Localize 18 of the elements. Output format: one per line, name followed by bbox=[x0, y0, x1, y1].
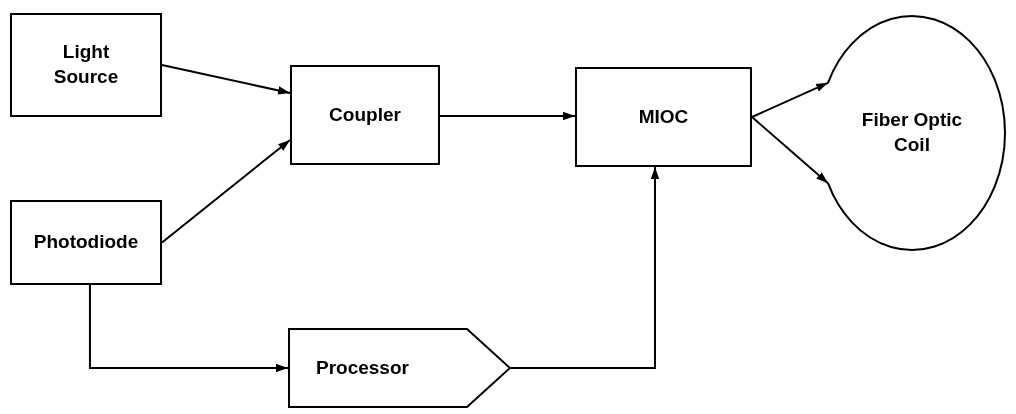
node-label: Coupler bbox=[329, 102, 401, 127]
pentagon-node bbox=[288, 328, 511, 408]
node-label: MIOC bbox=[638, 104, 689, 129]
node-label: Processor bbox=[316, 355, 409, 380]
arrow bbox=[510, 166, 660, 369]
process-box bbox=[290, 65, 440, 165]
node-label: Photodiode bbox=[33, 230, 139, 255]
node-label: Light Source bbox=[52, 40, 120, 89]
process-box bbox=[575, 67, 752, 167]
arrow bbox=[439, 111, 576, 121]
process-box bbox=[10, 13, 162, 117]
arrow bbox=[161, 139, 291, 244]
node-label: Fiber Optic Coil bbox=[860, 108, 964, 157]
arrow bbox=[751, 81, 829, 118]
process-box bbox=[10, 200, 162, 285]
arrow bbox=[88, 284, 289, 373]
arrow bbox=[161, 64, 291, 95]
arrow bbox=[751, 116, 829, 185]
